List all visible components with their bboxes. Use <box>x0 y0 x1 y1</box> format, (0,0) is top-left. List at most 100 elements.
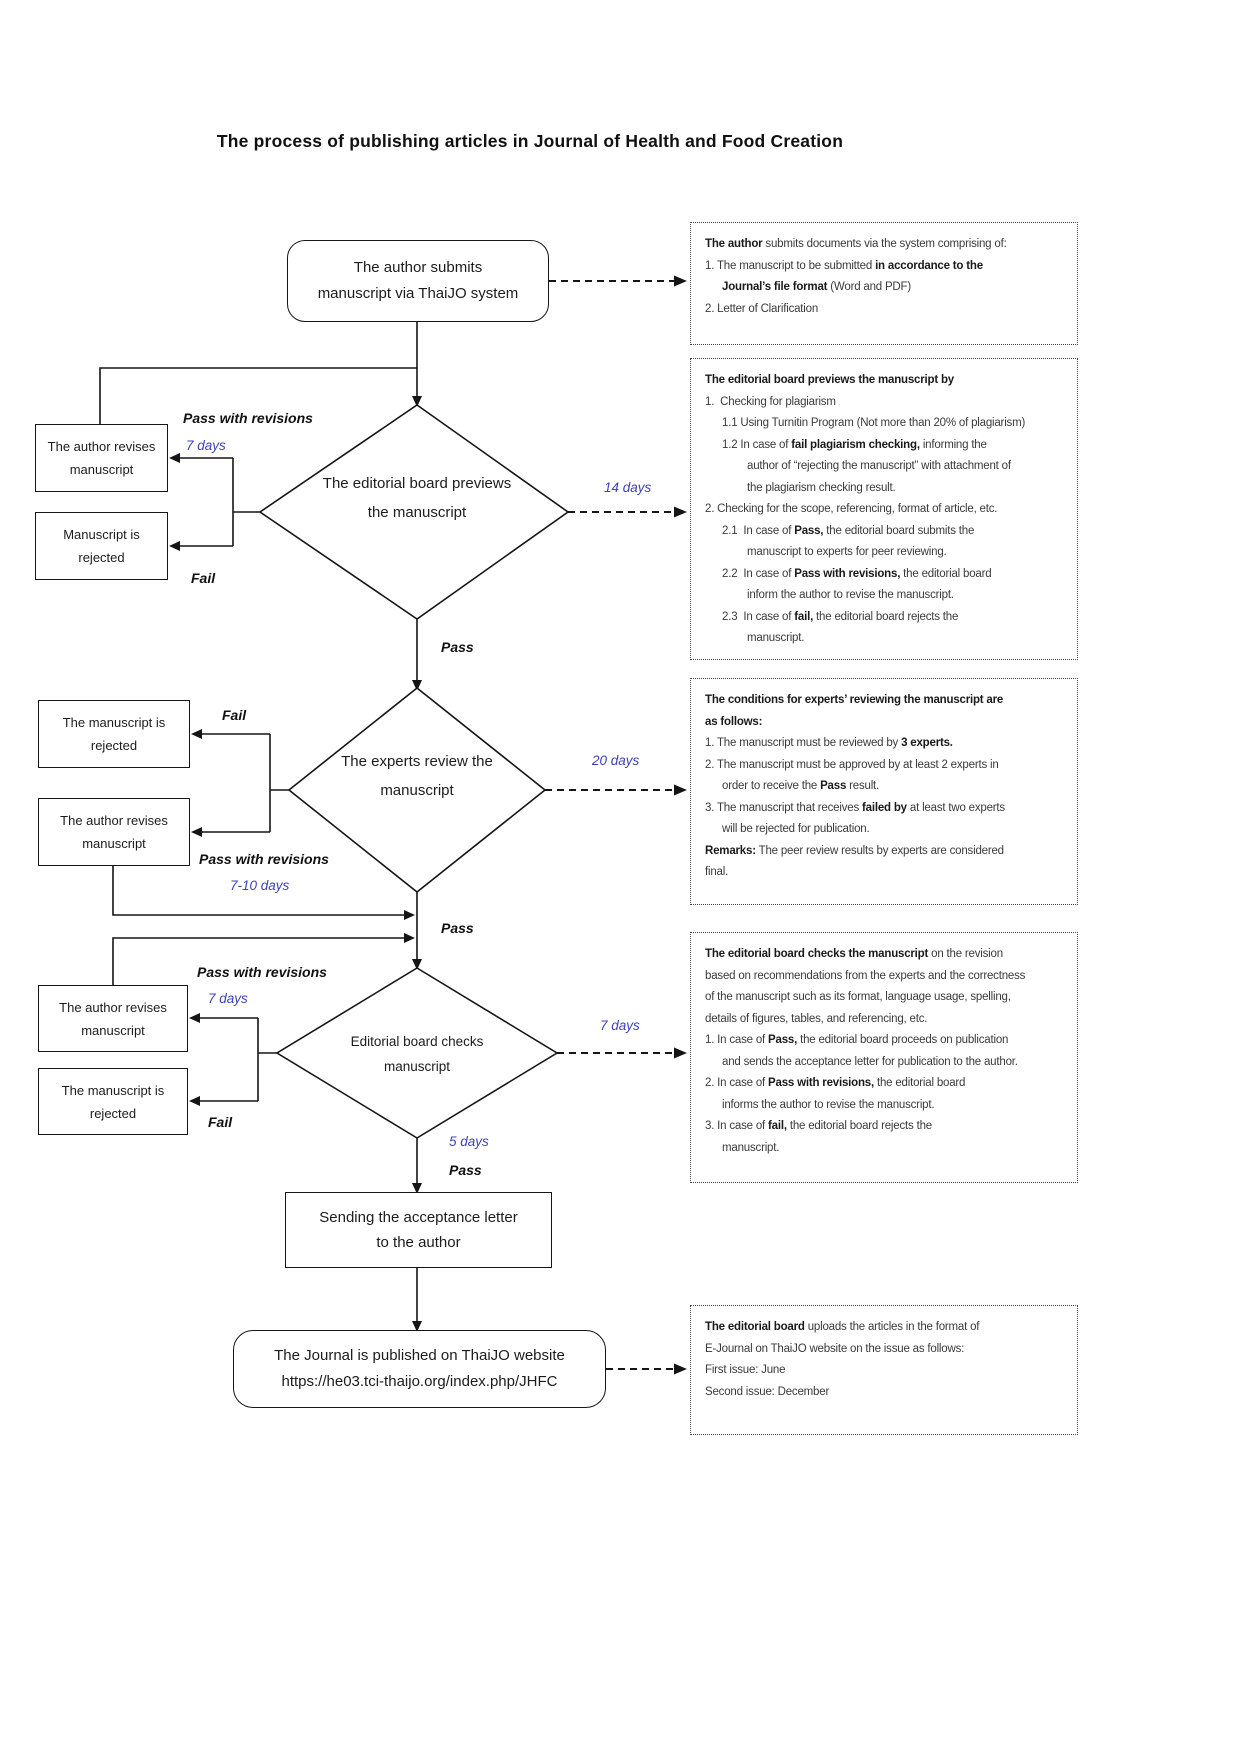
decision2-line1: The experts <box>341 753 421 770</box>
box-author-revises-3: The author revises manuscript <box>38 985 188 1052</box>
info-line: as follows: <box>705 715 763 728</box>
box-author-revises-2: The author revises manuscript <box>38 798 190 866</box>
decision-experts-review: The experts review the manuscript <box>317 747 517 805</box>
info-box-submission-details: The author submits documents via the sys… <box>690 222 1078 345</box>
info-box-preview-details: The editorial board previews the manuscr… <box>690 358 1078 660</box>
info-line: 3. The manuscript that receives failed b… <box>705 801 1005 814</box>
info-line: 1. The manuscript to be submitted in acc… <box>705 259 983 272</box>
label-7-days-1: 7 days <box>186 438 226 453</box>
info-line: 2. Checking for the scope, referencing, … <box>705 503 998 515</box>
label-fail-2: Fail <box>222 707 247 723</box>
label-5-days: 5 days <box>449 1134 489 1149</box>
decision2-line2: review the <box>424 753 493 770</box>
info-line: manuscript. <box>747 632 805 644</box>
start-node-line1: The author submits <box>353 259 483 276</box>
box-line: rejected <box>78 550 125 565</box>
info-line: the plagiarism checking result. <box>747 481 896 494</box>
box-author-revises-1: The author revises manuscript <box>35 424 168 492</box>
decision2-line3: manuscript <box>380 782 454 799</box>
info-line: 2. The manuscript must be approved by at… <box>705 758 999 771</box>
info-line: manuscript to experts for peer reviewing… <box>747 546 947 558</box>
info-line: Journal’s file format (Word and PDF) <box>722 281 911 293</box>
box-line: The author revises <box>60 813 168 828</box>
node-send-acceptance-letter: Sending the acceptance letter to the aut… <box>285 1192 552 1268</box>
info-line: inform the author to revise the manuscri… <box>747 589 954 601</box>
label-20-days: 20 days <box>592 753 640 768</box>
journal-url-text: https://he03.tci-thaijo.org/index.php/JH… <box>281 1373 558 1390</box>
box-line: The author revises <box>59 999 167 1015</box>
info-line: details of figures, tables, and referenc… <box>705 1012 928 1025</box>
box-line: rejected <box>90 738 138 753</box>
box-line: The manuscript is <box>61 1082 165 1098</box>
send-node-line2: to the author <box>376 1234 461 1251</box>
info-box-review-conditions: The conditions for experts’ reviewing th… <box>690 678 1078 905</box>
info-line: 2.1 In case of Pass, the editorial board… <box>722 524 975 537</box>
info-line: will be rejected for publication. <box>722 823 870 835</box>
label-pass-with-revisions-3: Pass with revisions <box>197 964 327 980</box>
decision3-line2: checks manuscript <box>383 1034 484 1074</box>
info-line: informs the author to revise the manuscr… <box>722 1098 935 1111</box>
label-fail-1: Fail <box>191 570 216 586</box>
info-line: based on recommendations from the expert… <box>705 969 1026 982</box>
info-line: order to receive the Pass result. <box>722 780 880 792</box>
info-line: Second issue: December <box>705 1385 830 1398</box>
info-line: First issue: June <box>705 1364 786 1376</box>
label-7-days-3: 7 days <box>208 991 248 1006</box>
box-line: The manuscript is <box>62 715 166 730</box>
label-14-days: 14 days <box>604 480 652 495</box>
start-node-line2: manuscript via ThaiJO system <box>317 285 519 302</box>
info-line: 2.3 In case of fail, the editorial board… <box>722 610 959 623</box>
send-node-line1: Sending the acceptance letter <box>319 1209 518 1226</box>
info-line: and sends the acceptance letter for publ… <box>722 1055 1018 1068</box>
info-line: 1.1 Using Turnitin Program (Not more tha… <box>722 417 1026 429</box>
info-line: 2. In case of Pass with revisions, the e… <box>705 1077 966 1089</box>
box-line: manuscript <box>69 462 134 477</box>
box-line: manuscript <box>81 1022 145 1038</box>
label-pass-1: Pass <box>441 639 474 655</box>
label-pass-2: Pass <box>441 920 474 936</box>
label-7-10-days: 7-10 days <box>230 878 290 893</box>
info-line: 1.2 In case of fail plagiarism checking,… <box>722 438 987 451</box>
decision1-line2: previews the <box>367 475 512 521</box>
info-line: E-Journal on ThaiJO website on the issue… <box>705 1342 965 1355</box>
info-line: 1. In case of Pass, the editorial board … <box>705 1034 1009 1046</box>
info-box-publication-details: The editorial board uploads the articles… <box>690 1305 1078 1435</box>
info-line: manuscript. <box>722 1141 780 1154</box>
label-fail-3: Fail <box>208 1114 233 1130</box>
info-box-check-details: The editorial board checks the manuscrip… <box>690 932 1078 1183</box>
box-manuscript-rejected-2: The manuscript is rejected <box>38 700 190 768</box>
box-line: The author revises <box>47 439 156 454</box>
start-node-author-submits: The author submits manuscript via ThaiJO… <box>287 240 549 322</box>
box-manuscript-rejected-1: Manuscript is rejected <box>35 512 168 580</box>
decision3-line1: Editorial board <box>350 1034 438 1049</box>
info-line: 2.2 In case of Pass with revisions, the … <box>722 567 992 580</box>
info-line: author of “rejecting the manuscript” wit… <box>747 460 1011 472</box>
info-line: 1. Checking for plagiarism <box>705 395 836 408</box>
info-line: 1. The manuscript must be reviewed by 3 … <box>705 737 953 749</box>
info-line: The editorial board checks the manuscrip… <box>705 948 1003 960</box>
label-7-days-d3: 7 days <box>600 1018 640 1033</box>
info-line: Remarks: The peer review results by expe… <box>705 844 1004 857</box>
end-node-line1: The Journal is published on ThaiJO websi… <box>274 1347 565 1364</box>
info-line: The editorial board previews the manuscr… <box>705 374 954 386</box>
info-line: 2. Letter of Clarification <box>705 302 819 315</box>
box-manuscript-rejected-3: The manuscript is rejected <box>38 1068 188 1135</box>
info-line: 3. In case of fail, the editorial board … <box>705 1120 932 1132</box>
end-node-journal-published: The Journal is published on ThaiJO websi… <box>233 1330 606 1408</box>
box-line: manuscript <box>82 836 146 851</box>
info-line: The conditions for experts’ reviewing th… <box>705 694 1004 706</box>
label-pass-with-revisions-2: Pass with revisions <box>199 851 329 867</box>
info-line: final. <box>705 866 729 878</box>
info-line: of the manuscript such as its format, la… <box>705 991 1011 1003</box>
decision-editorial-check: Editorial board checks manuscript <box>317 1029 517 1079</box>
decision1-line3: manuscript <box>392 504 467 521</box>
decision1-line1: The editorial board <box>322 475 448 492</box>
label-pass-with-revisions-1: Pass with revisions <box>183 410 313 426</box>
box-line: rejected <box>89 1105 137 1121</box>
box-line: Manuscript is <box>63 527 140 542</box>
page-title: The process of publishing articles in Jo… <box>216 131 844 151</box>
label-pass-3: Pass <box>449 1162 482 1178</box>
info-line: The editorial board uploads the articles… <box>705 1321 980 1333</box>
